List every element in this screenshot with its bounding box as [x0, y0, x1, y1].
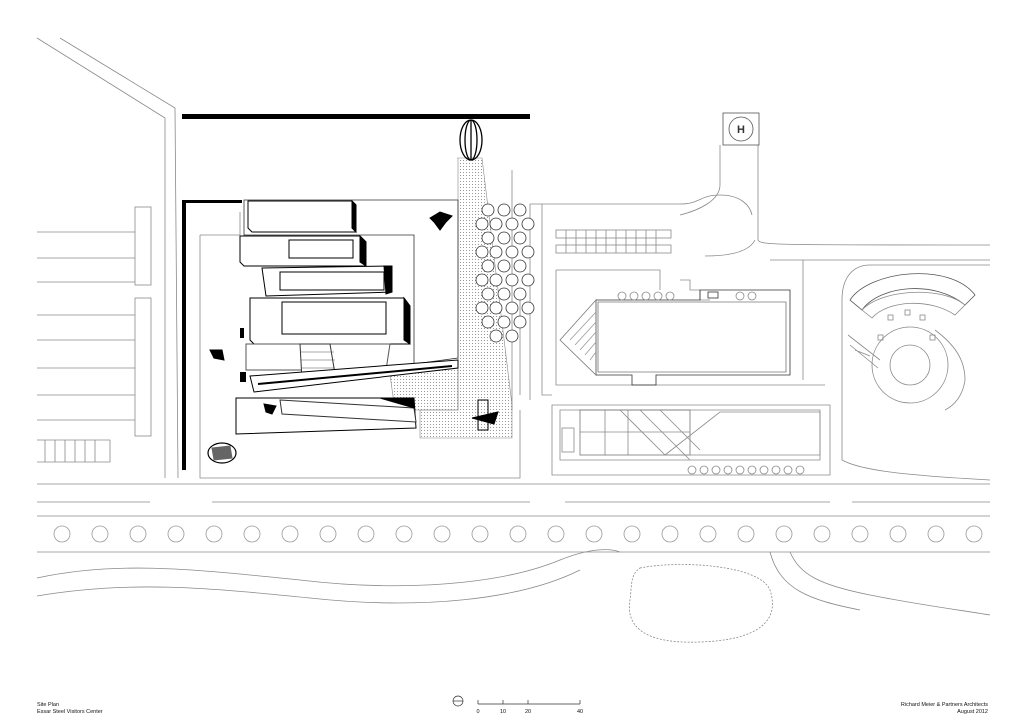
drawing-date: August 2012 — [957, 709, 988, 715]
title-block-left: Site Plan Essar Steel Visitors Center — [37, 702, 103, 716]
sculpture-objects — [207, 211, 499, 464]
lower-pavilion — [551, 404, 831, 476]
scale-label-10: 10 — [500, 709, 506, 715]
drawing-name: Site Plan — [37, 702, 60, 708]
left-parcels — [37, 206, 152, 463]
boulevard-trees — [53, 525, 983, 543]
site-wall — [182, 114, 530, 470]
diagonal-road — [36, 37, 179, 479]
parking-area — [529, 194, 825, 400]
helipad-road — [679, 145, 991, 380]
main-road — [37, 483, 990, 553]
project-name: Essar Steel Visitors Center — [37, 709, 103, 715]
architect-name: Richard Meier & Partners Architects — [900, 702, 988, 708]
helipad-letter: H — [737, 124, 745, 136]
planter-row-top — [617, 291, 757, 301]
scale-label-20: 20 — [525, 709, 531, 715]
visitors-center-building — [186, 199, 459, 435]
helipad — [722, 112, 760, 146]
entrance-sculpture — [459, 119, 483, 161]
river — [36, 549, 991, 643]
exhibition-hall — [559, 289, 791, 386]
scale-label-40: 40 — [577, 709, 583, 715]
scale-bar: 0 10 20 40 — [452, 695, 583, 715]
planter-row-bottom — [687, 465, 805, 475]
scale-label-0: 0 — [476, 709, 479, 715]
amphitheatre — [841, 264, 991, 481]
tree-grove — [475, 203, 535, 343]
title-block-right: Richard Meier & Partners Architects Augu… — [901, 702, 988, 716]
